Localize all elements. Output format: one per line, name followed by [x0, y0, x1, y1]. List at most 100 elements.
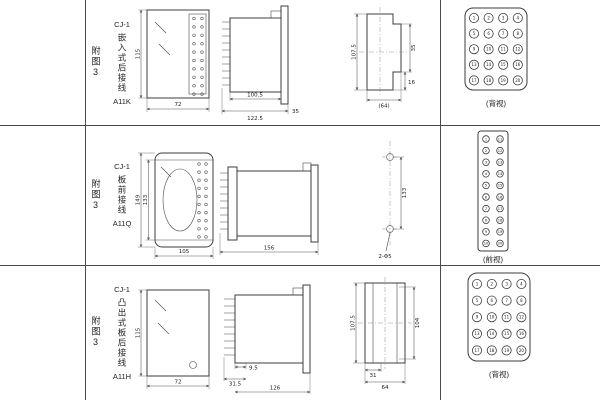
svg-text:7: 7 [502, 31, 505, 36]
dim-hole-span: 133 [393, 156, 408, 230]
svg-text:10: 10 [484, 242, 489, 246]
svg-text:9: 9 [476, 315, 479, 320]
mounting-flange [302, 284, 311, 374]
dim-face-height-inner: 133 [143, 159, 155, 241]
dim-text: 122.5 [247, 116, 263, 122]
svg-text:11: 11 [504, 315, 510, 320]
face-outline [146, 289, 210, 377]
svg-text:16: 16 [519, 331, 525, 336]
dim-cutout-width-2: 64 [364, 363, 406, 391]
face-outline [154, 152, 214, 248]
row3-side-label: 附图3 [87, 265, 105, 400]
svg-text:10: 10 [486, 47, 492, 52]
svg-text:15: 15 [501, 62, 507, 67]
svg-text:16: 16 [498, 195, 503, 199]
row1-description: CJ-1 嵌入式后接线 A11K [106, 0, 138, 125]
svg-text:18: 18 [486, 78, 492, 83]
svg-text:9: 9 [485, 230, 488, 234]
svg-text:12: 12 [519, 315, 525, 320]
svg-text:5: 5 [485, 184, 487, 188]
terminal-plate [467, 272, 531, 362]
dim-pin-depth: 9.5 [234, 363, 258, 372]
top-tab [302, 162, 312, 172]
dim-text: 31.5 [229, 382, 242, 388]
dim-body-depth: 100.5 [229, 92, 282, 101]
mount-type-label: 凸出式板后接线 [117, 297, 127, 368]
dim-text: 115 [136, 327, 142, 338]
terminal-strip [477, 130, 509, 252]
svg-text:1: 1 [473, 15, 476, 20]
dim-text: (64) [378, 104, 389, 110]
mount-type-label: 板前接线 [117, 175, 127, 215]
dim-text: 2-Φ5 [378, 254, 392, 260]
a11k-cutout-view: 107.5 35 16 (64) [352, 7, 417, 110]
grid-line-vertical-right [440, 0, 441, 400]
relay-body [234, 294, 304, 364]
dim-text: 35 [292, 109, 299, 115]
svg-text:19: 19 [498, 230, 503, 234]
svg-text:5: 5 [473, 31, 476, 36]
svg-text:20: 20 [515, 78, 521, 83]
row2-side-label: 附图3 [87, 125, 105, 265]
view-label: (背视) [486, 98, 506, 108]
view-label: (背视) [489, 369, 509, 379]
appendix-label: 附图3 [90, 46, 101, 79]
cover-oval [162, 168, 198, 232]
dim-text: 16 [408, 80, 415, 86]
svg-text:6: 6 [487, 31, 490, 36]
svg-text:14: 14 [486, 62, 492, 67]
a11k-face-view: 115 72 [136, 9, 210, 112]
dim-text: 126 [270, 386, 281, 392]
mount-type-label: 嵌入式后接线 [117, 32, 127, 93]
code-label: A11H [112, 371, 132, 381]
row3-description: CJ-1 凸出式板后接线 A11H [106, 265, 138, 400]
grid-line-horizontal-1 [0, 125, 600, 126]
dim-text: 133 [143, 194, 149, 205]
svg-text:2: 2 [491, 281, 494, 286]
code-label: A11K [113, 96, 131, 106]
dim-face-height-outer: 149 [136, 152, 155, 248]
svg-text:20: 20 [498, 242, 503, 246]
svg-text:13: 13 [471, 62, 477, 67]
svg-text:10: 10 [489, 315, 495, 320]
svg-text:17: 17 [498, 207, 503, 211]
svg-text:13: 13 [474, 331, 480, 336]
row3-drawings-svg: 115 72 9.5 31.5 [136, 277, 421, 394]
row2-description: CJ-1 板前接线 A11Q [106, 125, 138, 265]
svg-text:18: 18 [498, 218, 503, 222]
dim-face-height: 115 [136, 9, 147, 99]
svg-text:14: 14 [489, 331, 495, 336]
svg-text:1: 1 [485, 137, 487, 141]
a11q-face-view: 149 133 105 [136, 152, 214, 259]
svg-text:20: 20 [519, 348, 525, 353]
svg-text:3: 3 [485, 160, 487, 164]
socket-plate [227, 166, 238, 241]
code-label: A11Q [112, 219, 132, 228]
svg-text:15: 15 [504, 331, 510, 336]
svg-text:8: 8 [520, 298, 523, 303]
svg-text:4: 4 [520, 281, 523, 286]
dim-face-height: 115 [136, 289, 147, 377]
dim-cutout-step: 16 [393, 71, 415, 91]
dim-text: 35 [411, 44, 417, 51]
svg-text:4: 4 [485, 172, 488, 176]
row1-side-label: 附图3 [87, 0, 105, 125]
indicator-hole [189, 361, 197, 369]
grid-line-vertical-left [85, 0, 86, 400]
base-plate [310, 164, 319, 243]
svg-text:2: 2 [487, 15, 490, 20]
dim-text: 105 [179, 249, 190, 255]
dim-face-width: 105 [154, 247, 214, 259]
dim-text: 72 [175, 380, 182, 386]
top-tab [292, 287, 304, 296]
dim-text: 9.5 [249, 366, 258, 372]
row1-drawings-svg: 115 72 100.5 12 [136, 5, 417, 122]
dim-text: 133 [402, 187, 408, 198]
a11h-face-view: 115 72 [136, 289, 210, 389]
svg-text:18: 18 [489, 348, 495, 353]
dim-pin-width: 31.5 [223, 357, 247, 388]
